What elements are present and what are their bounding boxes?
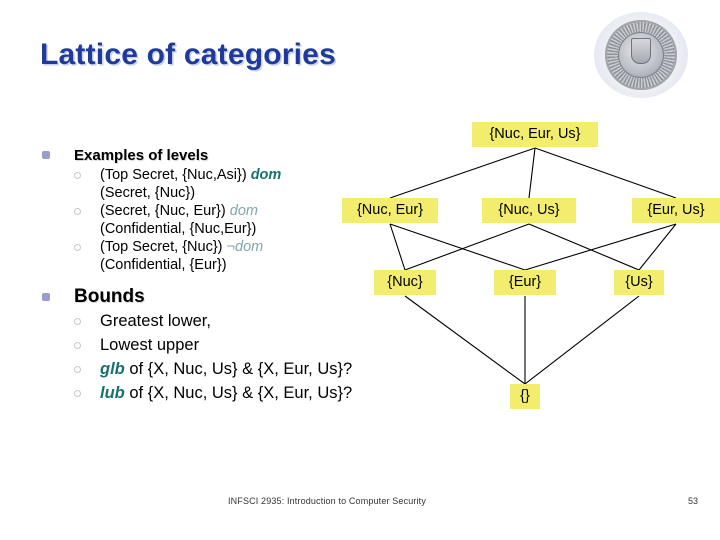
not-dom-operator: ¬dom <box>226 239 264 255</box>
bounds-list: Greatest lower, Lowest upper glb of {X, … <box>38 311 368 404</box>
lattice-node-eur_us: {Eur, Us} <box>632 198 720 223</box>
lattice-edge-top-to-eur_us <box>534 147 677 199</box>
lattice-edge-top-to-nuc_eur <box>389 147 536 199</box>
university-seal-logo <box>594 12 688 98</box>
lattice-node-label: {Eur} <box>508 274 542 290</box>
content-column: Examples of levels (Top Secret, {Nuc,Asi… <box>38 146 368 407</box>
lub-operator: lub <box>100 384 125 402</box>
lattice-node-nuc_us: {Nuc, Us} <box>482 198 576 223</box>
seal-shield-icon <box>631 38 651 64</box>
circle-bullet-icon <box>74 342 81 349</box>
item-text: Lowest upper <box>100 336 200 354</box>
lattice-node-label: {} <box>520 388 530 404</box>
square-bullet-icon <box>42 293 50 301</box>
circle-bullet-icon <box>74 172 81 179</box>
lattice-edge-nuc_us-to-nuc <box>404 223 530 271</box>
lattice-node-label: {Nuc, Us} <box>498 202 560 218</box>
lattice-edge-nuc_eur-to-nuc <box>389 223 406 271</box>
lattice-edge-eur_us-to-us <box>638 223 677 271</box>
list-item: Lowest upper <box>38 335 368 356</box>
lattice-edge-us-to-bottom <box>524 295 640 385</box>
lattice-node-us: {Us} <box>614 270 664 295</box>
lattice-node-label: {Nuc} <box>387 274 423 290</box>
lattice-edge-eur_us-to-eur <box>524 223 677 271</box>
footer-page-number: 53 <box>688 496 699 506</box>
circle-bullet-icon <box>74 390 81 397</box>
lattice-node-label: {Us} <box>625 274 653 290</box>
item-text: Greatest lower, <box>100 312 211 330</box>
list-item: (Secret, {Nuc, Eur}) dom (Confidential, … <box>38 203 368 238</box>
footer-course-label: INFSCI 2935: Introduction to Computer Se… <box>228 496 426 506</box>
item-second-line: (Confidential, {Nuc,Eur}) <box>100 220 257 237</box>
lattice-edge-nuc_eur-to-eur <box>389 223 526 271</box>
list-item: (Top Secret, {Nuc,Asi}) dom (Secret, {Nu… <box>38 167 368 202</box>
lattice-edge-nuc-to-bottom <box>404 295 526 385</box>
item-pre-text: (Top Secret, {Nuc}) <box>100 239 227 255</box>
list-item: lub of {X, Nuc, Us} & {X, Eur, Us}? <box>38 383 368 404</box>
lattice-diagram: {Nuc, Eur, Us} {Nuc, Eur} {Nuc, Us} {Eur, U… <box>336 112 720 424</box>
section-heading-examples: Examples of levels <box>38 146 368 165</box>
circle-bullet-icon <box>74 366 81 373</box>
item-pre-text: (Top Secret, {Nuc,Asi}) <box>100 167 251 183</box>
square-bullet-icon <box>42 151 50 159</box>
list-item: glb of {X, Nuc, Us} & {X, Eur, Us}? <box>38 359 368 380</box>
list-item: Greatest lower, <box>38 311 368 332</box>
list-item: (Top Secret, {Nuc}) ¬dom (Confidential, … <box>38 239 368 274</box>
circle-bullet-icon <box>74 208 81 215</box>
item-second-line: (Secret, {Nuc}) <box>100 184 196 201</box>
item-post-text: of {X, Nuc, Us} & {X, Eur, Us}? <box>124 360 353 378</box>
lattice-node-bottom: {} <box>510 384 540 409</box>
lattice-node-label: {Eur, Us} <box>647 202 705 218</box>
dom-operator: dom <box>250 167 282 183</box>
lattice-node-top: {Nuc, Eur, Us} <box>472 122 598 147</box>
lattice-edge-nuc_us-to-us <box>528 223 640 271</box>
lattice-node-eur: {Eur} <box>494 270 556 295</box>
lattice-node-label: {Nuc, Eur, Us} <box>489 126 581 142</box>
dom-operator: dom <box>229 203 258 219</box>
section-heading-bounds: Bounds <box>38 285 368 309</box>
circle-bullet-icon <box>74 318 81 325</box>
circle-bullet-icon <box>74 244 81 251</box>
page-title: Lattice of categories <box>40 38 336 71</box>
section-heading-label: Bounds <box>74 286 145 307</box>
lattice-edge-layer <box>389 147 677 385</box>
glb-operator: glb <box>100 360 125 378</box>
section-heading-label: Examples of levels <box>74 147 209 164</box>
lattice-node-nuc_eur: {Nuc, Eur} <box>342 198 438 223</box>
item-pre-text: (Secret, {Nuc, Eur}) <box>100 203 230 219</box>
lattice-node-label: {Nuc, Eur} <box>356 202 424 218</box>
item-second-line: (Confidential, {Eur}) <box>100 256 227 273</box>
examples-list: (Top Secret, {Nuc,Asi}) dom (Secret, {Nu… <box>38 167 368 274</box>
lattice-edge-top-to-nuc_us <box>528 147 536 199</box>
item-post-text: of {X, Nuc, Us} & {X, Eur, Us}? <box>124 384 353 402</box>
lattice-node-nuc: {Nuc} <box>374 270 436 295</box>
